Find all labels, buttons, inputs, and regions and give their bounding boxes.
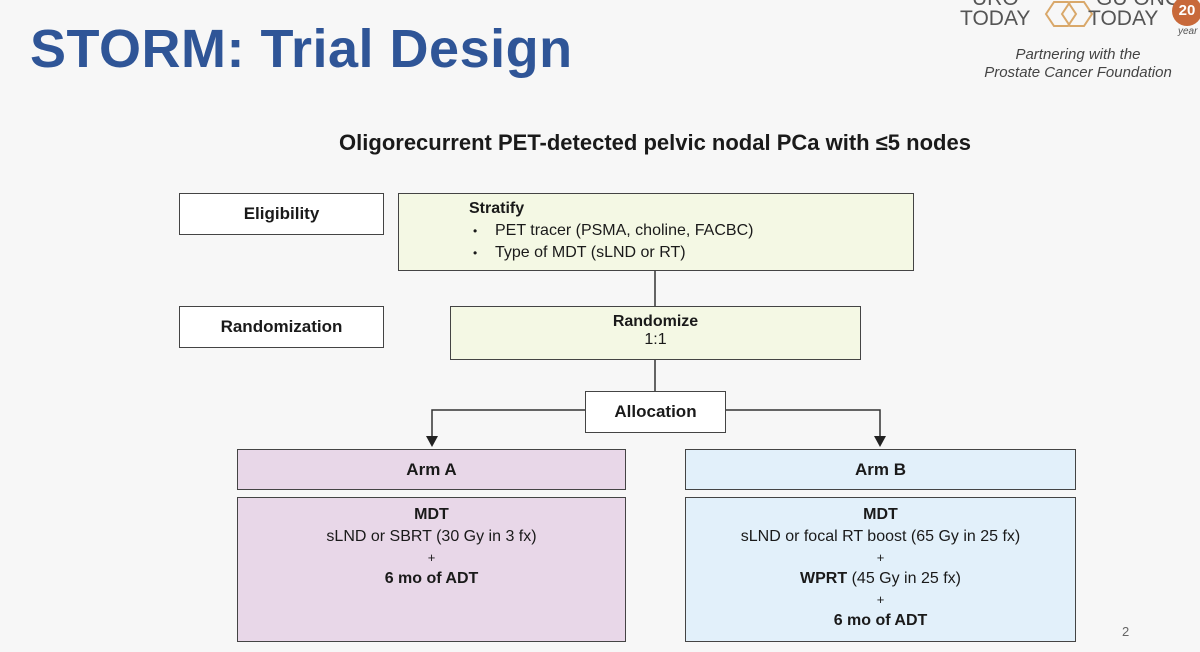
allocation-label: Allocation	[614, 402, 697, 421]
arm-a-treatment: sLND or SBRT (30 Gy in 3 fx)	[326, 528, 537, 545]
logo-tagline: Partnering with the Prostate Cancer Foun…	[956, 46, 1200, 82]
page-number: 2	[1122, 624, 1130, 639]
logo-today-right-text: TODAY	[1088, 7, 1159, 30]
stratify-box: Stratify PET tracer (PSMA, choline, FACB…	[398, 193, 914, 271]
arm-b-plus-1: +	[876, 550, 885, 565]
arm-b-adt: 6 mo of ADT	[833, 612, 928, 629]
arm-b-header: Arm B	[685, 449, 1076, 490]
connector-allocation-arm-b	[726, 409, 881, 438]
randomization-label-box: Randomization	[179, 306, 384, 348]
hexagon-logo-icon	[1044, 1, 1094, 27]
arm-a-header: Arm A	[237, 449, 626, 490]
eligibility-label: Eligibility	[243, 204, 320, 223]
diagram-subtitle: Oligorecurrent PET-detected pelvic nodal…	[339, 130, 971, 155]
arm-a-mdt: MDT	[414, 506, 449, 523]
arm-b-mdt: MDT	[863, 506, 898, 523]
allocation-box: Allocation	[585, 391, 726, 433]
arrowhead-arm-b	[874, 436, 886, 447]
anniversary-badge: 20	[1172, 0, 1200, 26]
arm-b-plus-2: +	[876, 592, 885, 607]
logo-gu-onc-text: GU ONC	[1096, 0, 1180, 10]
arrowhead-arm-a	[426, 436, 438, 447]
tagline-line-2: Prostate Cancer Foundation	[984, 64, 1172, 81]
stratify-heading: Stratify	[469, 200, 525, 217]
connector-allocation-arm-a	[431, 409, 585, 438]
arm-b-title: Arm B	[854, 459, 906, 479]
urotoday-logo: URO TODAY GU ONC TODAY 20 year Partnerin…	[956, 0, 1200, 88]
eligibility-label-box: Eligibility	[179, 193, 384, 235]
stratify-item-mdt-type: Type of MDT (sLND or RT)	[473, 242, 913, 264]
stratify-list: PET tracer (PSMA, choline, FACBC) Type o…	[469, 220, 913, 264]
randomize-box: Randomize 1:1	[450, 306, 861, 360]
stratify-item-pet-tracer: PET tracer (PSMA, choline, FACBC)	[473, 220, 913, 242]
arm-b-wprt-dose: (45 Gy in 25 fx)	[847, 570, 961, 587]
arm-b-body: MDT sLND or focal RT boost (65 Gy in 25 …	[685, 497, 1076, 642]
logo-uro-text: URO	[972, 0, 1019, 10]
arm-a-plus: +	[427, 550, 436, 565]
arm-a-adt: 6 mo of ADT	[384, 570, 479, 587]
randomize-ratio: 1:1	[644, 331, 667, 348]
arm-b-treatment: sLND or focal RT boost (65 Gy in 25 fx)	[740, 528, 1021, 545]
randomization-label: Randomization	[220, 317, 343, 336]
anniversary-years-text: year	[1178, 26, 1198, 37]
randomize-heading: Randomize	[612, 313, 699, 330]
logo-today-left-text: TODAY	[960, 7, 1031, 30]
arm-a-title: Arm A	[406, 459, 457, 479]
arm-a-body: MDT sLND or SBRT (30 Gy in 3 fx) + 6 mo …	[237, 497, 626, 642]
arm-b-wprt: WPRT (45 Gy in 25 fx)	[686, 568, 1075, 590]
tagline-line-1: Partnering with the	[1015, 46, 1141, 63]
slide-title: STORM: Trial Design	[30, 19, 573, 79]
arm-b-wprt-label: WPRT	[800, 570, 848, 587]
